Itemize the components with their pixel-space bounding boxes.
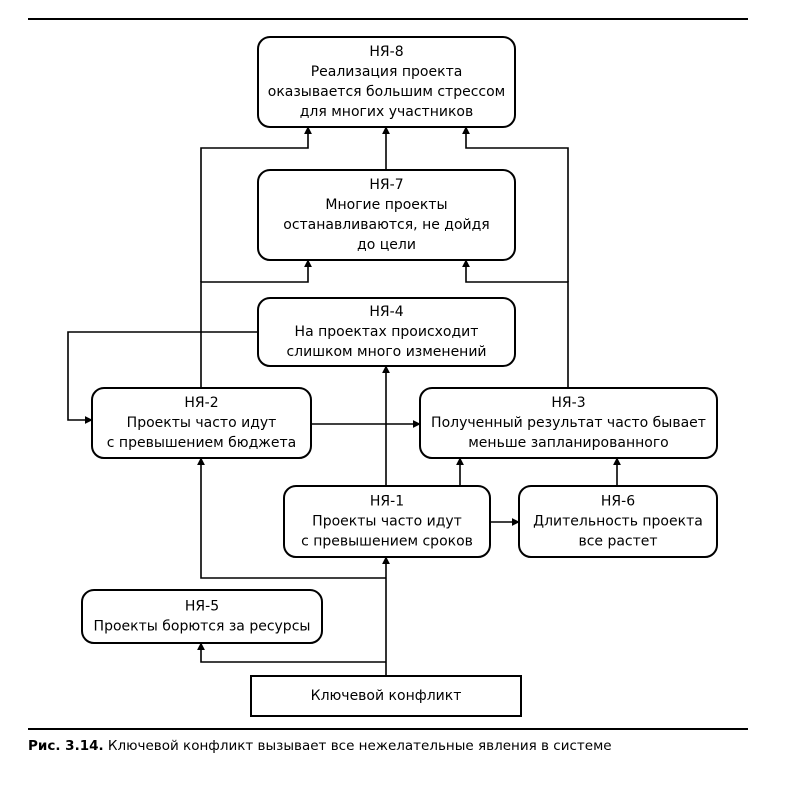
figure-caption: Рис. 3.14. Ключевой конфликт вызывает вс… (28, 738, 768, 754)
node-text-core-line-0: Ключевой конфликт (311, 688, 462, 704)
node-ny4: НЯ-4 На проектах происходит слишком много … (257, 297, 516, 367)
node-text-ny8-line-3: для многих участников (300, 104, 473, 120)
node-box-ny6 (518, 485, 718, 558)
node-text-ny3-line-0: НЯ-3 (551, 395, 585, 411)
node-text-ny6-line-2: все растет (578, 534, 657, 550)
node-box-ny8 (257, 36, 516, 128)
node-text-ny6-line-1: Длительность проекта (533, 514, 703, 530)
node-box-ny5 (81, 589, 323, 644)
edge-ny4-to-ny2 (67, 331, 258, 424)
node-text-ny4-line-0: НЯ-4 (369, 304, 403, 320)
node-box-ny4 (257, 297, 516, 367)
node-box-ny7 (257, 169, 516, 261)
node-text-ny7-line-1: Многие проекты (325, 197, 447, 213)
edge-ny3-to-ny8 (462, 126, 569, 282)
node-text-ny5-line-0: НЯ-5 (185, 599, 219, 615)
node-box-core (250, 675, 522, 717)
edge-core-to-ny5 (197, 642, 386, 663)
node-text-ny8-line-0: НЯ-8 (369, 44, 403, 60)
node-box-ny3 (419, 387, 718, 459)
node-text-ny6-line-0: НЯ-6 (601, 494, 635, 510)
node-text-ny2-line-1: Проекты часто идут (127, 415, 277, 431)
node-text-ny7-line-2: останавливаются, не дойдя (283, 217, 489, 233)
node-text-ny2-line-0: НЯ-2 (184, 395, 218, 411)
node-text-ny8-line-2: оказывается большим стрессом (268, 84, 505, 100)
node-text-ny7-line-0: НЯ-7 (369, 177, 403, 193)
node-text-ny4-line-1: На проектах происходит (295, 324, 479, 340)
node-text-ny3-line-2: меньше запланированного (468, 435, 668, 451)
node-box-ny2 (91, 387, 312, 459)
node-text-ny3-line-1: Полученный результат часто бывает (431, 415, 706, 431)
node-text-ny5-line-1: Проекты борются за ресурсы (94, 619, 311, 635)
node-text-ny4-line-2: слишком много изменений (286, 344, 486, 360)
edges (67, 126, 621, 676)
node-text-ny1-line-2: с превышением сроков (301, 534, 473, 550)
node-text-ny7-line-3: до цели (357, 237, 416, 253)
caption-text: Ключевой конфликт вызывает все нежелател… (103, 738, 612, 754)
edge-ny2-to-ny7 (200, 259, 312, 388)
node-text-ny1-line-1: Проекты часто идут (312, 514, 462, 530)
caption-label: Рис. 3.14. (28, 738, 104, 754)
node-text-ny8-line-1: Реализация проекта (311, 64, 463, 80)
edge-ny3-to-ny7 (462, 259, 569, 388)
edge-core-to-ny2 (197, 457, 386, 579)
node-box-ny1 (283, 485, 491, 558)
edge-ny2-to-ny8 (200, 126, 312, 282)
node-text-ny2-line-2: с превышением бюджета (107, 435, 296, 451)
node-core: Ключевой конфликт (250, 675, 522, 717)
node-text-ny1-line-0: НЯ-1 (370, 494, 404, 510)
